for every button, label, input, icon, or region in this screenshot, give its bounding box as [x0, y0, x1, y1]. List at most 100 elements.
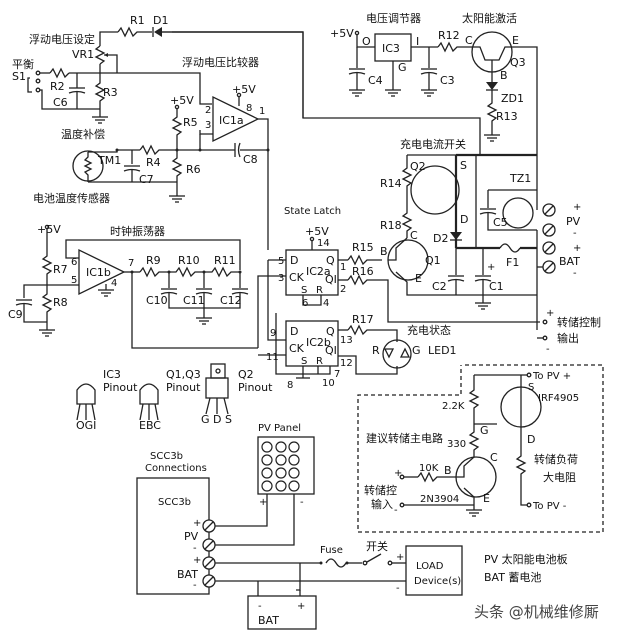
pin-label: 6: [302, 298, 308, 309]
label-c12: C12: [220, 294, 242, 307]
pin-label: +: [573, 243, 581, 254]
pin-label: Pinout: [103, 381, 138, 394]
fuse: [325, 558, 347, 568]
r5-resistor: [171, 109, 183, 150]
pin-label: 7: [128, 258, 134, 269]
label-2n3904: 2N3904: [420, 494, 459, 505]
pin-label: G: [412, 344, 421, 357]
r-2k2-resistor: [468, 375, 480, 424]
label-5v-r5: +5V: [170, 94, 194, 107]
state-latch: [257, 236, 540, 379]
pin-label: Q: [326, 325, 335, 338]
pin-label: D: [290, 254, 298, 267]
label-r1: R1: [130, 14, 145, 27]
pin-label: Pinout: [166, 381, 201, 394]
dump-load-resistor: [515, 440, 527, 506]
pin-label: G: [480, 424, 489, 437]
label-c9: C9: [8, 308, 23, 321]
label-2k2: 2.2K: [442, 401, 465, 412]
r-10k-resistor: [417, 471, 456, 483]
ic1b-oscillator: [15, 224, 258, 349]
label-scc-box: SCC3b: [158, 497, 191, 508]
label-r14: R14: [380, 177, 402, 190]
r1-resistor: [117, 26, 140, 38]
pin-label: 4: [111, 278, 117, 289]
label-to-pv-plus: To PV +: [532, 371, 571, 382]
pin-label: E: [415, 272, 422, 285]
pin-label: CK: [289, 342, 305, 355]
pin-label: B: [500, 69, 508, 82]
wiring-diagram: [136, 436, 463, 630]
label-r12: R12: [438, 29, 460, 42]
pin-label: 6: [71, 257, 77, 268]
tz1-tvs: [502, 197, 534, 229]
pin-label: +5V: [37, 223, 61, 236]
pin-label: -: [300, 497, 304, 508]
label-c2: C2: [432, 280, 447, 293]
r11-resistor: [205, 266, 240, 278]
label-r15: R15: [352, 241, 374, 254]
label-r17: R17: [352, 313, 374, 326]
r12-resistor: [437, 41, 472, 53]
pin-label: R: [316, 285, 323, 296]
label-scc-conn-1: SCC3b: [150, 451, 183, 462]
label-load-2: Device(s): [414, 576, 461, 587]
pin-label: O: [362, 35, 371, 48]
label-dump-ctrl-input-2: 输入: [371, 497, 393, 511]
pin-label: -: [573, 228, 577, 239]
label-c10: C10: [146, 294, 168, 307]
pin-label: 13: [340, 335, 353, 346]
label-dump-load-2: 大电阻: [543, 470, 576, 484]
pin-label: -: [394, 505, 398, 516]
label-vr1: VR1: [72, 48, 94, 61]
label-r9: R9: [146, 254, 161, 267]
pin-label: 4: [323, 298, 329, 309]
led1-bicolor: [382, 339, 412, 369]
pin-label: S: [301, 356, 307, 367]
label-pinout-ic3: IC3: [103, 368, 121, 381]
pin-label: 8: [246, 103, 252, 114]
label-c11: C11: [183, 294, 205, 307]
label-output: 输出: [557, 331, 579, 345]
ic2b-flipflop: [285, 320, 339, 367]
label-q1: Q1: [425, 254, 441, 267]
pin-label: -: [573, 268, 577, 279]
pin-label: 5: [71, 275, 77, 286]
pin-label: 3: [278, 273, 284, 284]
pin-label: 2: [205, 105, 211, 116]
label-r2: R2: [50, 80, 65, 93]
label-r7: R7: [53, 263, 68, 276]
pin-label: +5V: [305, 225, 329, 238]
pin-label: I: [416, 35, 419, 48]
r14-resistor: [401, 155, 413, 205]
label-regulator: 电压调节器: [366, 12, 421, 25]
r15-resistor: [347, 254, 382, 266]
pin-label: Pinout: [238, 381, 273, 394]
label-r3: R3: [103, 86, 118, 99]
label-switch: 开关: [366, 539, 388, 553]
label-load-1: LOAD: [416, 561, 444, 572]
label-r16: R16: [352, 265, 374, 278]
vr1-potentiometer: [94, 45, 106, 65]
label-c3: C3: [440, 74, 455, 87]
label-terminal-pv: PV: [566, 215, 581, 228]
r17-resistor: [347, 324, 398, 342]
pin-label: C: [465, 34, 473, 47]
label-pinout-q1q3: Q1,Q3: [166, 368, 201, 381]
pin-label: S: [460, 159, 467, 172]
label-charge-status: 充电状态: [407, 323, 451, 337]
label-r11: R11: [214, 254, 236, 267]
label-zd1: ZD1: [501, 92, 524, 105]
r7-resistor: [41, 229, 53, 286]
r6-resistor: [171, 150, 183, 196]
legend-pv: PV 太阳能电池板: [484, 552, 568, 566]
pin-label: +: [546, 308, 554, 319]
s1-switch: [27, 77, 32, 93]
label-dump-control: 转储控制: [557, 315, 601, 329]
f1-fuse: [499, 243, 521, 253]
pin-label: +: [297, 601, 305, 612]
pin-label: +: [193, 555, 201, 566]
pin-label: G D S: [201, 413, 232, 426]
d1-diode: [154, 27, 162, 37]
pin-label: R: [372, 344, 380, 357]
